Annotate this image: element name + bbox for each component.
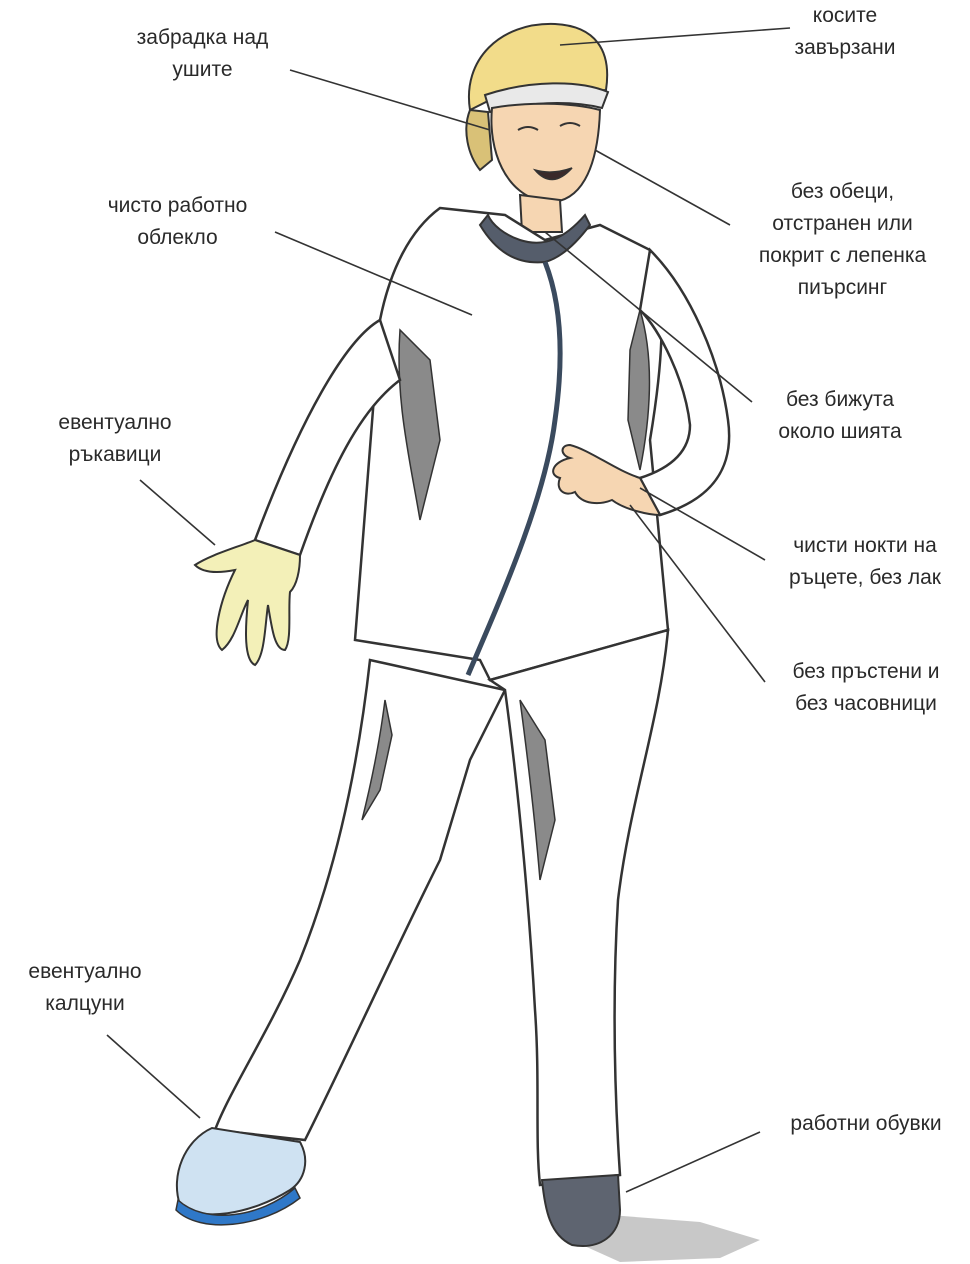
leader-head-cover xyxy=(290,70,490,130)
label-no-neck-jewelry-line-2: около шията xyxy=(755,416,925,448)
label-gloves-line-1: евентуално xyxy=(30,407,200,439)
label-head-cover-line-2: ушите xyxy=(115,54,290,86)
label-no-earrings-line-3: покрит с лепенка xyxy=(735,240,950,272)
label-head-cover: забрадка над ушите xyxy=(115,22,290,86)
leader-clean-clothes xyxy=(275,232,472,315)
label-no-rings-line-2: без часовници xyxy=(770,688,962,720)
label-no-neck-jewelry: без бижута около шията xyxy=(755,384,925,448)
leader-work-shoes xyxy=(626,1132,760,1192)
label-clean-clothes-line-1: чисто работно xyxy=(85,190,270,222)
label-clean-nails: чисти нокти на ръцете, без лак xyxy=(770,530,960,594)
label-clean-nails-line-1: чисти нокти на xyxy=(770,530,960,562)
label-no-earrings-line-2: отстранен или xyxy=(735,208,950,240)
label-shoe-covers-line-1: евентуално xyxy=(5,956,165,988)
label-shoe-covers: евентуално калцуни xyxy=(5,956,165,1020)
label-no-earrings-line-4: пиърсинг xyxy=(735,272,950,304)
label-no-earrings: без обеци, отстранен или покрит с лепенк… xyxy=(735,176,950,304)
label-no-earrings-line-1: без обеци, xyxy=(735,176,950,208)
leader-gloves xyxy=(140,480,215,545)
label-no-rings-line-1: без пръстени и xyxy=(770,656,962,688)
leader-shoe-covers xyxy=(107,1035,200,1118)
label-hair-tied: косите завързани xyxy=(770,0,920,64)
label-no-rings: без пръстени и без часовници xyxy=(770,656,962,720)
label-head-cover-line-1: забрадка над xyxy=(115,22,290,54)
leader-hair-tied xyxy=(560,28,790,45)
leader-clean-nails xyxy=(640,488,765,560)
label-hair-tied-line-2: завързани xyxy=(770,32,920,64)
label-hair-tied-line-1: косите xyxy=(770,0,920,32)
label-clean-clothes-line-2: облекло xyxy=(85,222,270,254)
label-no-neck-jewelry-line-1: без бижута xyxy=(755,384,925,416)
label-work-shoes: работни обувки xyxy=(772,1108,960,1140)
leader-no-rings xyxy=(630,505,765,682)
label-clean-clothes: чисто работно облекло xyxy=(85,190,270,254)
label-work-shoes-line-1: работни обувки xyxy=(772,1108,960,1140)
label-shoe-covers-line-2: калцуни xyxy=(5,988,165,1020)
label-clean-nails-line-2: ръцете, без лак xyxy=(770,562,960,594)
label-gloves: евентуално ръкавици xyxy=(30,407,200,471)
label-gloves-line-2: ръкавици xyxy=(30,439,200,471)
leader-no-neck-jewelry xyxy=(545,232,752,402)
leader-no-earrings xyxy=(595,150,730,225)
